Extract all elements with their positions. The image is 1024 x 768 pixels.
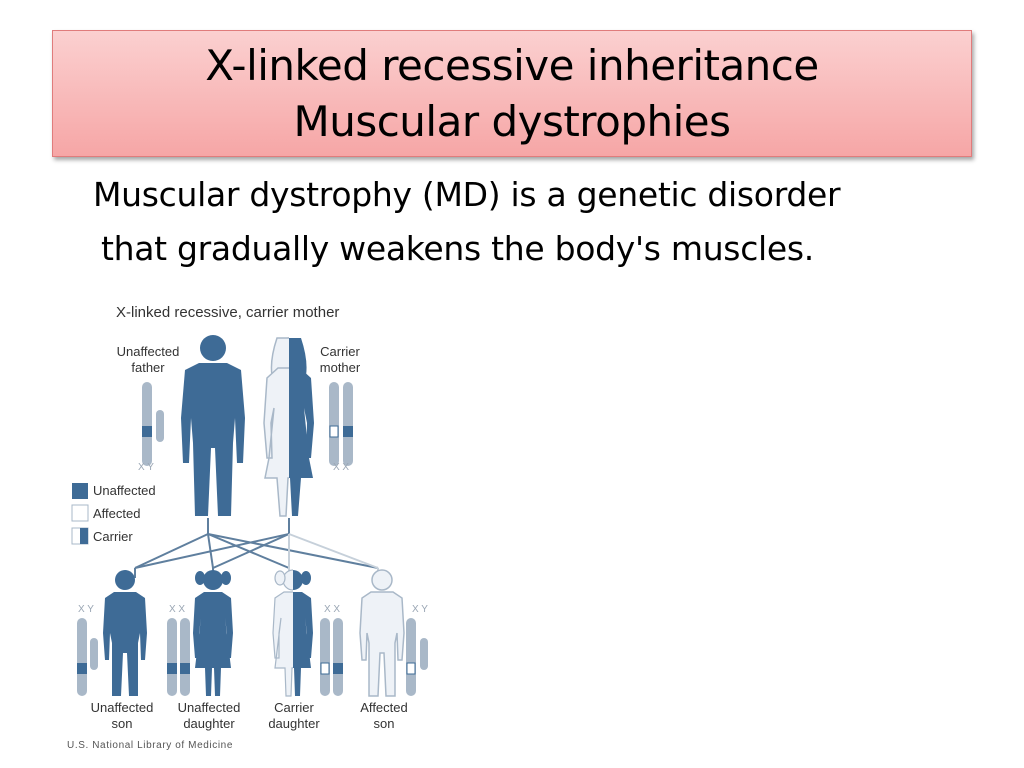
legend-affected-label: Affected <box>93 506 140 521</box>
son1-chromosomes: X Y <box>77 604 98 696</box>
child-unaffected-daughter-figure <box>193 570 233 696</box>
mother-label-line-2: mother <box>320 360 361 375</box>
legend-carrier-label: Carrier <box>93 529 133 544</box>
source-credit: U.S. National Library of Medicine <box>67 740 233 751</box>
legend: Unaffected Affected Carrier <box>72 483 156 544</box>
daughter1-chromosome-label: X X <box>169 604 185 615</box>
legend-unaffected-label: Unaffected <box>93 483 156 498</box>
son1-chromosome-label: X Y <box>78 604 94 615</box>
child3-label-line-2: daughter <box>268 716 320 731</box>
inheritance-diagram: X-linked recessive, carrier mother Unaff… <box>60 296 460 756</box>
body-line-1: Muscular dystrophy (MD) is a genetic dis… <box>93 168 973 222</box>
mother-figure <box>264 338 314 516</box>
slide-title-line-1: X-linked recessive inheritance <box>205 38 819 94</box>
father-label-line-1: Unaffected <box>117 344 180 359</box>
child3-label-line-1: Carrier <box>274 700 314 715</box>
inheritance-lines <box>135 518 378 578</box>
child-carrier-daughter-figure <box>273 570 313 696</box>
mother-chromosomes: X X <box>329 382 353 473</box>
father-chromosome-label: X Y <box>138 462 154 473</box>
child4-label-line-1: Affected <box>360 700 407 715</box>
diagram-heading: X-linked recessive, carrier mother <box>116 304 339 321</box>
daughter1-chromosomes: X X <box>167 604 190 696</box>
title-box: X-linked recessive inheritance Muscular … <box>52 30 972 157</box>
daughter2-chromosome-label: X X <box>324 604 340 615</box>
legend-unaffected-swatch <box>72 483 88 499</box>
child1-label-line-1: Unaffected <box>91 700 154 715</box>
father-chromosomes: X Y <box>138 382 164 473</box>
father-label-line-2: father <box>131 360 165 375</box>
mother-chromosome-label: X X <box>333 462 349 473</box>
child-affected-son-figure <box>360 570 404 696</box>
child2-label-line-2: daughter <box>183 716 235 731</box>
daughter2-chromosomes: X X <box>320 604 343 696</box>
slide-title-line-2: Muscular dystrophies <box>293 94 730 150</box>
son2-chromosomes: X Y <box>406 604 428 696</box>
child1-label-line-2: son <box>112 716 133 731</box>
mother-label-line-1: Carrier <box>320 344 360 359</box>
father-figure <box>181 335 245 516</box>
legend-affected-swatch <box>72 505 88 521</box>
child4-label-line-2: son <box>374 716 395 731</box>
child-unaffected-son-figure <box>103 570 147 696</box>
son2-chromosome-label: X Y <box>412 604 428 615</box>
child2-label-line-1: Unaffected <box>178 700 241 715</box>
body-text: Muscular dystrophy (MD) is a genetic dis… <box>93 168 973 276</box>
body-line-2: that gradually weakens the body's muscle… <box>101 222 973 276</box>
